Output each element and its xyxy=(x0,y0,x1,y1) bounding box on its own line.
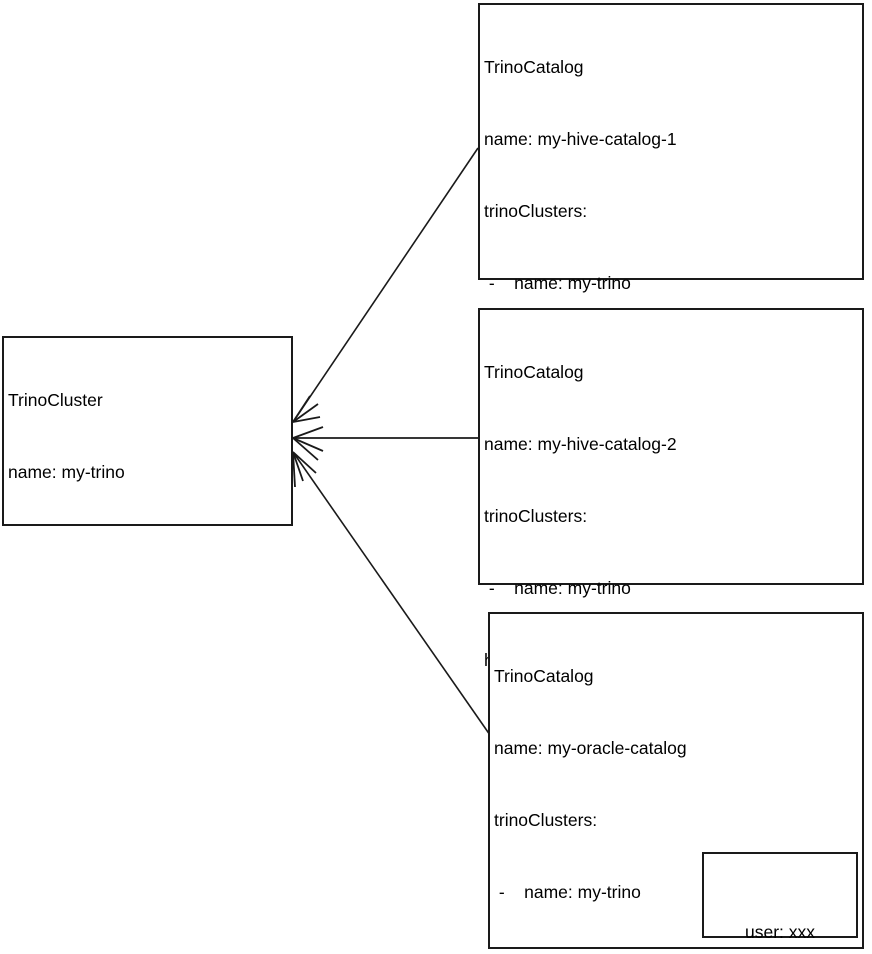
yaml-line: trinoClusters: xyxy=(484,201,588,221)
yaml-line: user: xxx xyxy=(744,922,816,942)
yaml-line: - name: my-trino xyxy=(494,882,641,902)
yaml-line: TrinoCluster xyxy=(8,390,103,410)
yaml-line: trinoClusters: xyxy=(494,810,598,830)
yaml-line: TrinoCatalog xyxy=(494,666,594,686)
node-trino-catalog-oracle-text: TrinoCatalog name: my-oracle-catalog tri… xyxy=(494,616,860,954)
yaml-line: name: my-hive-catalog-2 xyxy=(484,434,677,454)
node-trino-catalog-oracle[interactable]: TrinoCatalog name: my-oracle-catalog tri… xyxy=(488,612,864,949)
edge-catalog-3-to-cluster xyxy=(292,451,491,736)
edge-catalog-1-to-cluster xyxy=(292,147,479,423)
yaml-line: - name: my-trino xyxy=(484,273,631,293)
edge-catalog-2-to-cluster xyxy=(292,426,478,461)
yaml-line: name: my-oracle-catalog xyxy=(494,738,687,758)
yaml-line: - name: my-trino xyxy=(484,578,631,598)
node-oracle-credentials-secret-text: user: xxx password: xxx xyxy=(704,867,856,954)
yaml-line: name: my-hive-catalog-1 xyxy=(484,129,677,149)
node-oracle-credentials-secret[interactable]: user: xxx password: xxx xyxy=(702,852,858,942)
yaml-line: name: my-trino xyxy=(8,462,125,482)
yaml-line: trinoClusters: xyxy=(484,506,588,526)
yaml-line: TrinoCatalog xyxy=(484,362,584,382)
node-trino-catalog-hive-1[interactable]: TrinoCatalog name: my-hive-catalog-1 tri… xyxy=(478,3,864,653)
node-trino-cluster-text: TrinoCluster name: my-trino xyxy=(8,340,289,532)
node-trino-cluster[interactable]: TrinoCluster name: my-trino xyxy=(2,336,293,526)
node-trino-catalog-hive-2[interactable]: TrinoCatalog name: my-hive-catalog-2 tri… xyxy=(478,308,864,886)
yaml-line: TrinoCatalog xyxy=(484,57,584,77)
